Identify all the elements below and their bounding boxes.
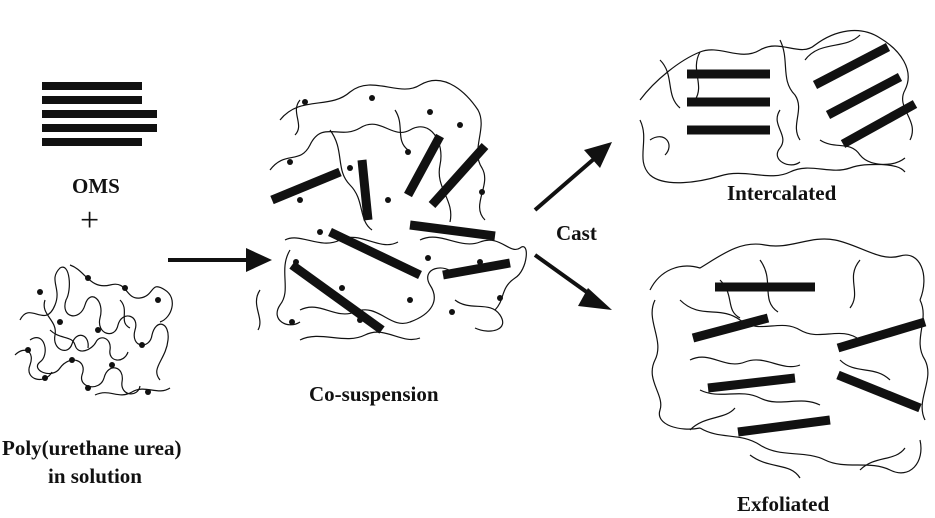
dot (449, 309, 455, 315)
arrow-to-exfoliated (535, 255, 612, 310)
poly-urethane-urea-label: Poly(urethane urea) (2, 438, 181, 459)
oms-layer (42, 96, 142, 104)
exfoliated-label: Exfoliated (737, 494, 829, 515)
dot (339, 285, 345, 291)
dot (427, 109, 433, 115)
oms-label: OMS (72, 176, 120, 197)
arrow-to-intercalated (535, 142, 612, 210)
platelet (708, 378, 795, 388)
polymer-chain (920, 300, 928, 420)
dot (289, 319, 295, 325)
platelet (408, 136, 440, 195)
dot (385, 197, 391, 203)
exfoliated-polymer (650, 239, 928, 478)
platelet (693, 318, 768, 338)
intercalated-label: Intercalated (727, 183, 836, 204)
intercalated-platelets (687, 47, 915, 144)
dot (155, 297, 161, 303)
platelet (432, 146, 485, 205)
exfoliated-platelets (693, 287, 925, 432)
dot (297, 197, 303, 203)
polymer-chain (295, 100, 503, 331)
cosuspension-label: Co-suspension (309, 384, 439, 405)
polymer-chain (44, 300, 88, 350)
platelet (410, 225, 495, 236)
dot (497, 295, 503, 301)
dot (457, 122, 463, 128)
arrow-to-cosuspension (168, 248, 272, 272)
oms-stack (42, 82, 157, 146)
oms-layer (42, 124, 157, 132)
polymer-chain (280, 80, 485, 220)
dot (347, 165, 353, 171)
dot (287, 159, 293, 165)
dot (407, 297, 413, 303)
platelet (843, 104, 915, 144)
dot (369, 95, 375, 101)
in-solution-label: in solution (48, 466, 142, 487)
dot (37, 289, 43, 295)
dot (405, 149, 411, 155)
dot (479, 189, 485, 195)
dot (57, 319, 63, 325)
dot (302, 99, 308, 105)
polymer-chain (650, 110, 800, 165)
platelet (443, 263, 510, 275)
dot (122, 285, 128, 291)
polymer-chain (95, 300, 170, 395)
cosuspension-dots (287, 95, 503, 325)
platelet (362, 160, 368, 220)
dot (42, 375, 48, 381)
polymer-chain (15, 330, 128, 379)
oms-layer (42, 110, 157, 118)
dot (317, 229, 323, 235)
cosuspension-polymer (256, 80, 526, 340)
platelet (292, 265, 382, 330)
oms-layer (42, 82, 142, 90)
dot (145, 389, 151, 395)
polymer-chain (660, 40, 800, 140)
polymer-in-solution (15, 265, 172, 395)
polymer-chain (20, 267, 168, 380)
dot (25, 347, 31, 353)
dot (95, 327, 101, 333)
dot (85, 385, 91, 391)
plus-sign: + (80, 204, 99, 238)
polymer-chain (300, 268, 455, 323)
oms-layer (42, 138, 142, 146)
platelet (838, 375, 920, 408)
polymer-chain (750, 448, 905, 478)
cast-label: Cast (556, 223, 597, 244)
platelet (828, 77, 900, 115)
platelet (330, 232, 420, 275)
dot (425, 255, 431, 261)
dot (139, 342, 145, 348)
polymer-chain (70, 265, 172, 322)
polymer-dots (25, 275, 161, 395)
platelet (815, 47, 888, 85)
cosuspension-platelets (272, 136, 510, 330)
dot (69, 357, 75, 363)
polymer-chain (700, 428, 921, 473)
dot (85, 275, 91, 281)
polymer-chain (652, 300, 700, 429)
polymer-chain (277, 237, 398, 325)
platelet (738, 420, 830, 432)
platelet (272, 172, 340, 200)
polymer-chain (30, 338, 140, 394)
dot (109, 362, 115, 368)
